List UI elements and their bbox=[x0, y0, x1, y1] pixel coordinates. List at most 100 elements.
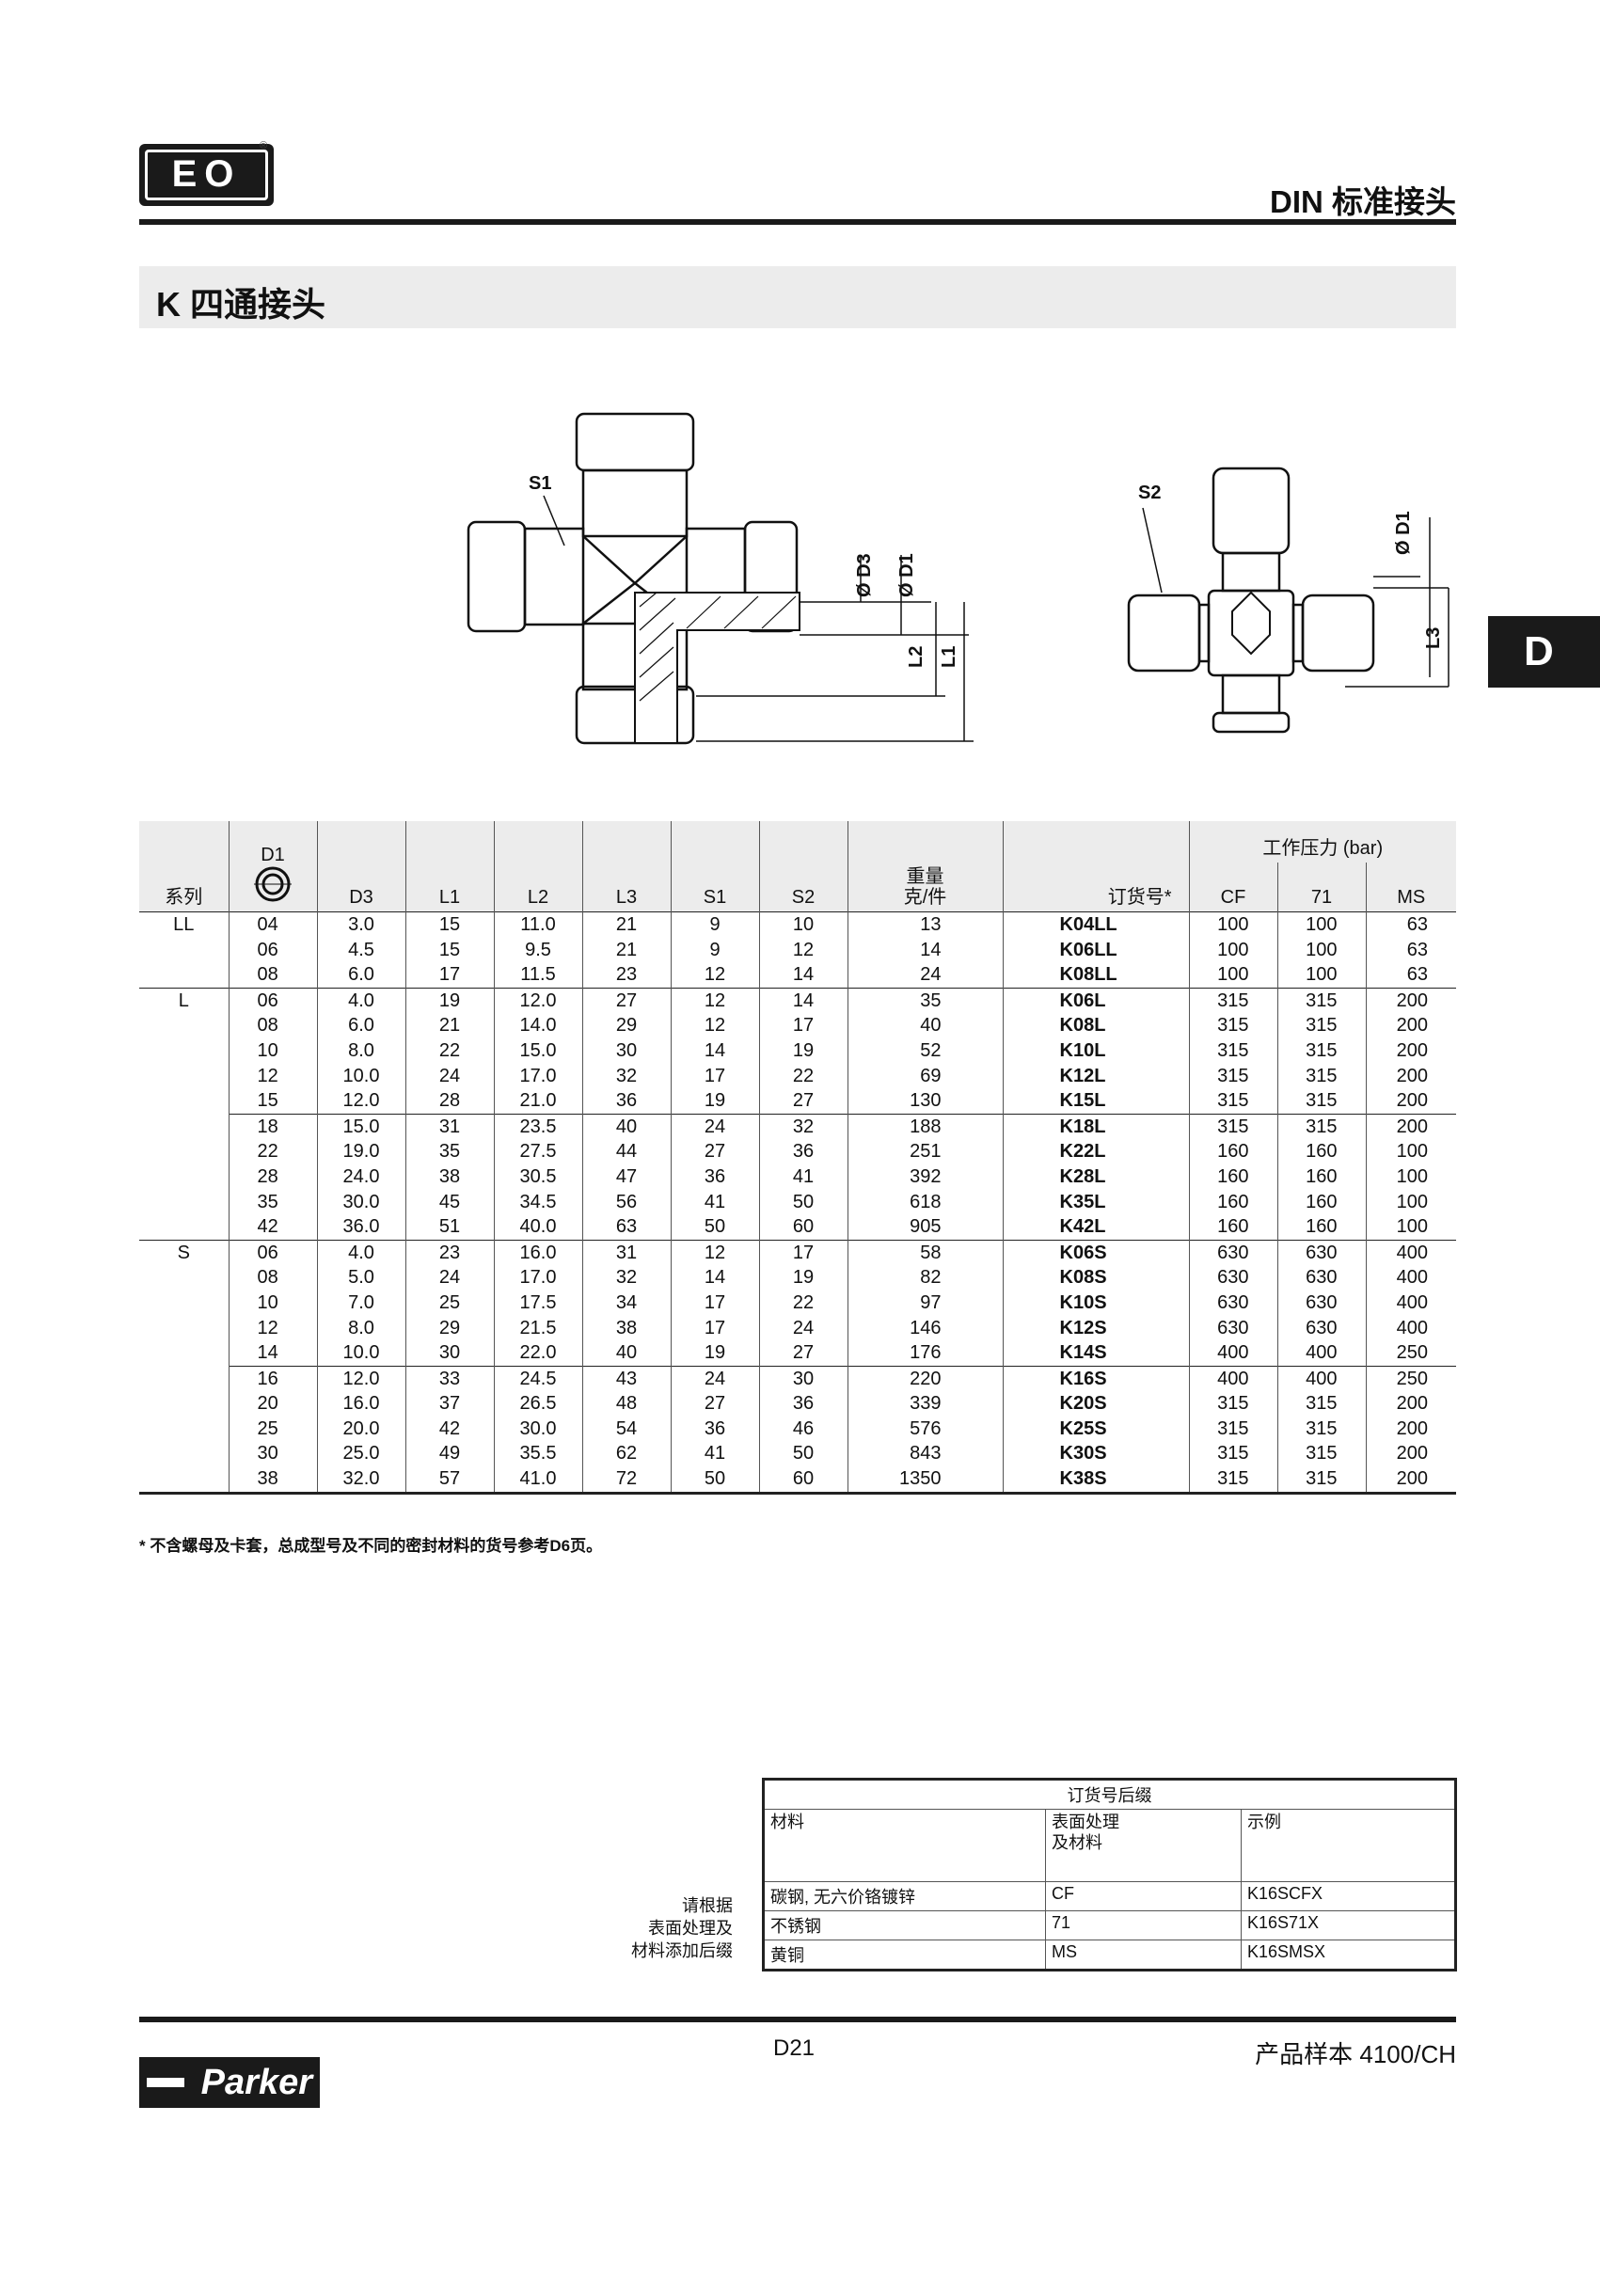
table-cell: 12 bbox=[670, 962, 759, 989]
col-series: 系列 bbox=[139, 821, 229, 912]
col-s2: S2 bbox=[758, 821, 848, 912]
table-cell: 34 bbox=[581, 1290, 671, 1316]
table-cell: 36.0 bbox=[316, 1214, 405, 1241]
series-cell bbox=[139, 1291, 229, 1316]
table-cell: 19 bbox=[670, 1088, 759, 1115]
table-cell: 31 bbox=[404, 1113, 494, 1140]
table-cell: 630 bbox=[1188, 1290, 1277, 1316]
table-cell: 40.0 bbox=[493, 1214, 582, 1241]
series-cell bbox=[139, 1013, 229, 1038]
table-cell: 17.0 bbox=[493, 1265, 582, 1291]
table-cell: 400 bbox=[1188, 1365, 1277, 1392]
table-cell: 12.0 bbox=[316, 1088, 405, 1115]
table-cell: K35L bbox=[1002, 1189, 1189, 1215]
col-working-pressure: 工作压力 (bar) bbox=[1188, 821, 1456, 863]
table-cell: 34.5 bbox=[493, 1189, 582, 1215]
table-cell: 576 bbox=[847, 1416, 1003, 1442]
table-cell: 630 bbox=[1188, 1239, 1277, 1266]
table-cell: 15.0 bbox=[493, 1037, 582, 1064]
table-cell: 40 bbox=[581, 1340, 671, 1367]
table-cell: K06LL bbox=[1002, 937, 1189, 963]
table-cell: 188 bbox=[847, 1113, 1003, 1140]
table-cell: 63 bbox=[1365, 937, 1456, 963]
table-cell: K38S bbox=[1002, 1466, 1189, 1495]
table-cell: 160 bbox=[1276, 1189, 1366, 1215]
suffix-header-surface: 表面处理 及材料 bbox=[1045, 1809, 1242, 1882]
table-cell: 41.0 bbox=[493, 1466, 582, 1495]
table-cell: 618 bbox=[847, 1189, 1003, 1215]
table-cell: 100 bbox=[1276, 937, 1366, 963]
table-cell: 41 bbox=[758, 1164, 848, 1190]
label-l1: L1 bbox=[939, 646, 959, 668]
series-cell bbox=[139, 1190, 229, 1215]
table-cell: 160 bbox=[1276, 1214, 1366, 1241]
table-cell: 52 bbox=[847, 1037, 1003, 1064]
series-cell bbox=[139, 1340, 229, 1366]
table-cell: 11.0 bbox=[493, 910, 582, 938]
table-cell: 24 bbox=[847, 962, 1003, 989]
table-cell: 27 bbox=[670, 1139, 759, 1164]
table-cell: 24 bbox=[670, 1113, 759, 1140]
table-cell: 100 bbox=[1188, 937, 1277, 963]
table-cell: 24 bbox=[758, 1315, 848, 1341]
table-cell: 82 bbox=[847, 1265, 1003, 1291]
table-cell: 250 bbox=[1365, 1340, 1456, 1367]
table-cell: 6.0 bbox=[316, 1013, 405, 1038]
table-cell: 630 bbox=[1276, 1315, 1366, 1341]
table-cell: 400 bbox=[1365, 1239, 1456, 1266]
table-cell: 8.0 bbox=[316, 1037, 405, 1064]
series-cell bbox=[139, 1366, 229, 1391]
table-cell: 10 bbox=[228, 1037, 317, 1064]
table-cell: 25.0 bbox=[316, 1441, 405, 1467]
col-d1: D1 bbox=[228, 821, 317, 912]
table-cell: 42 bbox=[404, 1416, 494, 1442]
series-cell: LL bbox=[139, 910, 229, 938]
parker-logo-bar bbox=[147, 2078, 184, 2087]
table-cell: 15 bbox=[228, 1088, 317, 1115]
table-cell: 200 bbox=[1365, 1113, 1456, 1140]
table-cell: 30.0 bbox=[493, 1416, 582, 1442]
table-cell: 43 bbox=[581, 1365, 671, 1392]
table-cell: 14.0 bbox=[493, 1013, 582, 1038]
table-cell: 29 bbox=[581, 1013, 671, 1038]
table-cell: 10 bbox=[228, 1290, 317, 1316]
section-bar bbox=[139, 266, 1456, 328]
eo-logo: EO bbox=[139, 144, 274, 206]
table-cell: 36 bbox=[758, 1391, 848, 1417]
table-cell: 21 bbox=[404, 1013, 494, 1038]
table-cell: 49 bbox=[404, 1441, 494, 1467]
label-l3: L3 bbox=[1423, 627, 1444, 649]
table-cell: 10 bbox=[758, 910, 848, 938]
label-l2: L2 bbox=[906, 646, 927, 668]
table-cell: 200 bbox=[1365, 987, 1456, 1014]
table-cell: K30S bbox=[1002, 1441, 1189, 1467]
series-cell bbox=[139, 1316, 229, 1341]
table-cell: 14 bbox=[670, 1037, 759, 1064]
suffix-material: 黄铜 bbox=[763, 1940, 1046, 1971]
table-cell: 22 bbox=[758, 1290, 848, 1316]
table-cell: 35 bbox=[228, 1189, 317, 1215]
table-cell: 10.0 bbox=[316, 1063, 405, 1089]
parker-logo-text: Parker bbox=[200, 2063, 312, 2102]
table-cell: 400 bbox=[1365, 1290, 1456, 1316]
table-cell: 33 bbox=[404, 1365, 494, 1392]
table-cell: 12 bbox=[228, 1063, 317, 1089]
series-cell bbox=[139, 938, 229, 963]
col-d3: D3 bbox=[316, 821, 405, 912]
table-cell: 23 bbox=[581, 962, 671, 989]
table-cell: 60 bbox=[758, 1214, 848, 1241]
cross-fitting-nut-drawing: S2 Ø D1 L3 bbox=[1127, 467, 1450, 734]
table-cell: 54 bbox=[581, 1416, 671, 1442]
table-cell: 339 bbox=[847, 1391, 1003, 1417]
table-cell: 12 bbox=[670, 1013, 759, 1038]
table-cell: 19 bbox=[670, 1340, 759, 1367]
table-cell: 41 bbox=[670, 1189, 759, 1215]
